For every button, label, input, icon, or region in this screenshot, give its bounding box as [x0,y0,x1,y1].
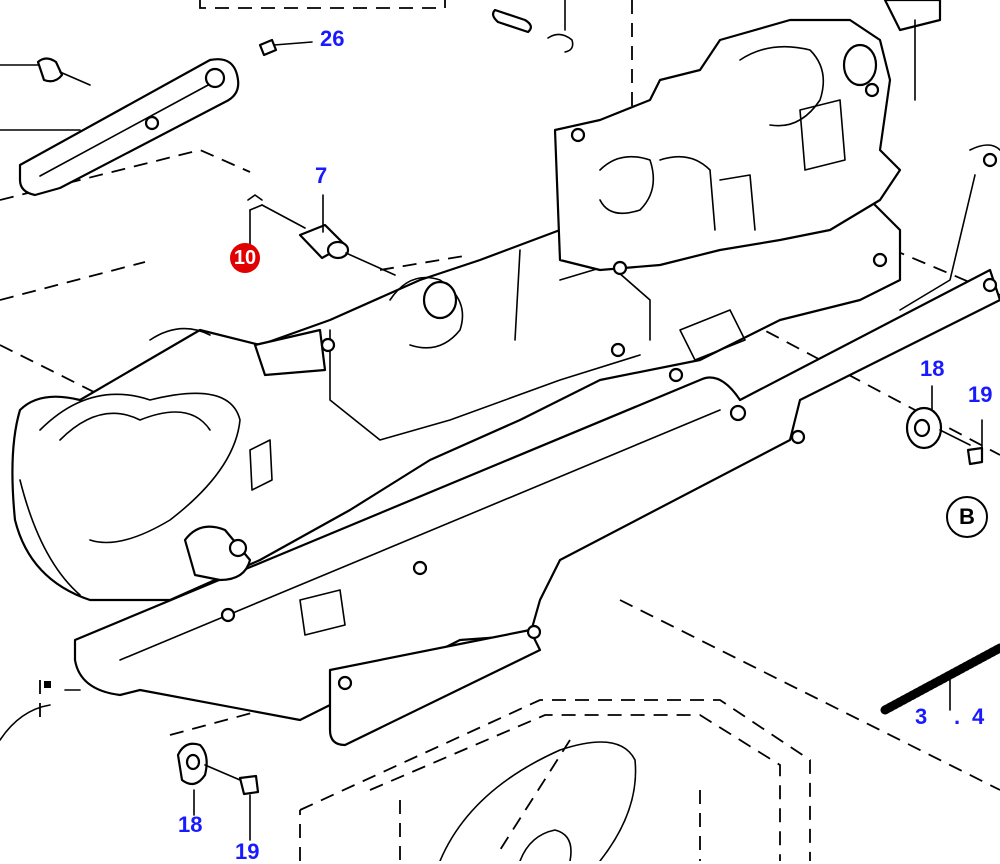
callout-7: 7 [315,163,328,188]
callout-19-right: 19 [968,382,993,407]
main-frame [11,0,1000,747]
left-bottom-curve [0,704,51,741]
callout-4: 4 [972,704,985,729]
callout-19-left: 19 [235,839,260,864]
sleeve-and-clip-parts [247,194,396,276]
top-pin-and-clip [491,0,574,53]
link-arm-part [0,38,313,197]
callout-10-highlight: 10 [230,243,260,273]
callout-26: 26 [320,26,345,51]
washer-bolt-left [176,742,260,841]
callout-separator-dot: . [954,704,961,729]
bottom-disk [439,741,637,861]
view-marker-b: B [946,496,988,538]
callout-18-right: 18 [920,356,945,381]
small-marker [44,681,51,688]
callout-18-left: 18 [178,812,203,837]
callout-3: 3 [915,704,928,729]
spring-part [880,643,1000,715]
washer-bolt-right [905,385,984,466]
